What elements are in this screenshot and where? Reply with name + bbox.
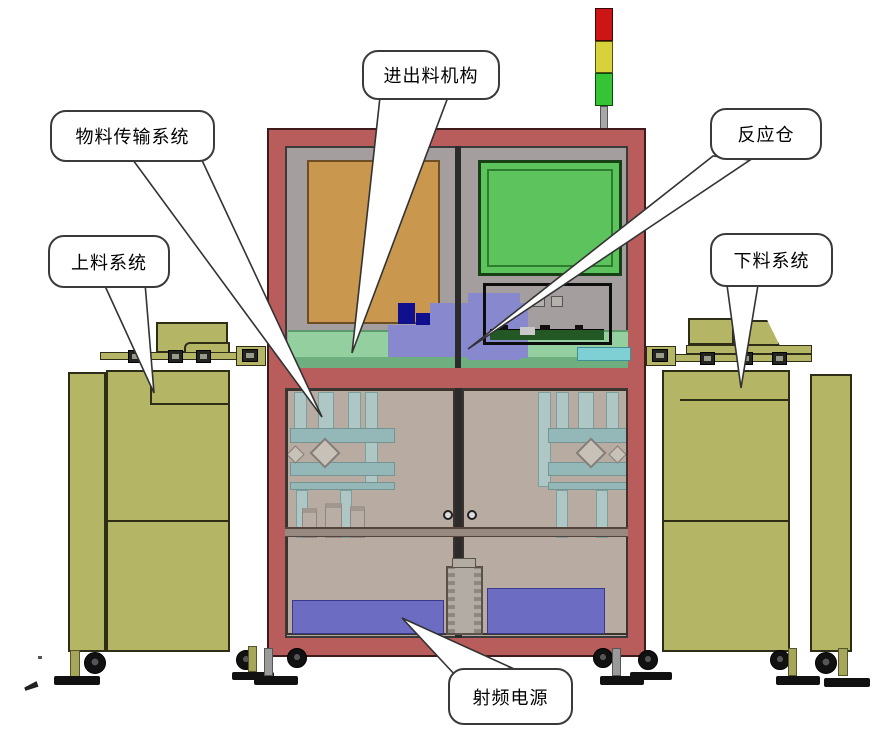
right-cabinet-seam-h <box>680 399 788 401</box>
left-cabinet-body <box>106 370 230 652</box>
rail-clamp <box>128 350 143 363</box>
callout-label: 下料系统 <box>733 251 810 271</box>
right-cabinet-side-panel <box>810 374 852 652</box>
door-divider <box>455 388 462 638</box>
right-cabinet-top-box <box>688 318 734 345</box>
caster-wheel <box>84 652 106 674</box>
leveling-foot <box>264 648 273 676</box>
rail-clamp <box>242 349 258 362</box>
bellows-cap <box>452 558 476 568</box>
foot-pad <box>254 676 298 685</box>
callout-in-out-feed-mechanism: 进出料机构 <box>362 50 500 100</box>
foot-pad <box>600 676 644 685</box>
boat-chip <box>500 325 508 330</box>
foot-pad <box>54 676 100 685</box>
foot-pad <box>232 672 274 680</box>
callout-unloading-system: 下料系统 <box>710 233 833 287</box>
callout-rf-power-supply: 射频电源 <box>448 668 573 725</box>
leveling-foot <box>248 646 257 672</box>
callout-reaction-chamber: 反应仓 <box>710 108 822 160</box>
screen-inner-border <box>487 169 613 267</box>
transfer-platform-left <box>388 325 478 357</box>
leveling-foot <box>612 648 621 676</box>
bellows-column <box>446 566 483 635</box>
tower-green-light <box>595 73 613 106</box>
rail-clamp <box>196 350 211 363</box>
left-cabinet-side-panel <box>68 372 106 652</box>
caster-wheel <box>770 650 790 670</box>
callout-label: 射频电源 <box>472 687 549 708</box>
door-knob <box>467 510 477 520</box>
upper-center-post <box>455 146 461 368</box>
rail-clamp <box>652 349 668 362</box>
gantry-beam <box>290 428 395 443</box>
gantry-beam <box>290 462 395 476</box>
rail-clamp <box>772 352 787 365</box>
rail-clamp <box>700 352 715 365</box>
callout-label: 物料传输系统 <box>75 127 190 147</box>
gantry-beam <box>290 482 395 490</box>
callout-material-transfer-system: 物料传输系统 <box>50 110 215 162</box>
boat-chip <box>575 325 583 330</box>
boat-chip <box>540 325 550 330</box>
leveling-foot <box>70 650 80 678</box>
gantry-post <box>596 490 608 538</box>
boat-slot <box>520 327 535 335</box>
rf-power-unit-left <box>292 600 444 634</box>
rail-clamp <box>738 352 753 365</box>
right-cabinet-body <box>662 370 790 652</box>
callout-label: 上料系统 <box>71 252 147 273</box>
leveling-foot <box>838 648 848 676</box>
interior-shelf <box>285 527 628 537</box>
callout-label: 反应仓 <box>737 125 795 145</box>
upper-left-panel <box>307 160 440 324</box>
corner-mark <box>23 681 38 691</box>
corner-dot <box>38 656 42 659</box>
door-knob <box>443 510 453 520</box>
left-cabinet-seam-v <box>150 370 152 404</box>
foot-pad <box>630 672 672 680</box>
right-cabinet-top-box-slant <box>734 320 780 346</box>
caster-wheel <box>593 648 613 668</box>
gantry-post <box>556 490 568 538</box>
callout-loading-system: 上料系统 <box>48 235 170 288</box>
leveling-foot <box>788 648 797 676</box>
display-screen <box>478 160 622 276</box>
foot-pad <box>776 676 820 685</box>
left-cabinet-seam-h <box>150 403 230 405</box>
tower-yellow-light <box>595 41 613 73</box>
right-transfer-rail <box>652 354 812 362</box>
caster-wheel <box>815 652 837 674</box>
bellows-rib-right <box>474 568 481 633</box>
rail-clamp <box>168 350 183 363</box>
tower-red-light <box>595 8 613 41</box>
foot-pad <box>824 678 870 687</box>
right-cabinet-divider <box>664 520 788 522</box>
rf-power-unit-right <box>487 588 605 634</box>
cyan-track <box>577 347 631 361</box>
left-cabinet-divider <box>108 520 228 522</box>
bellows-rib-left <box>448 568 455 633</box>
callout-label: 进出料机构 <box>383 66 479 86</box>
caster-wheel <box>287 648 307 668</box>
caster-wheel <box>638 650 658 670</box>
gripper-block-large <box>398 303 415 324</box>
gripper-block-small <box>416 313 430 325</box>
left-door <box>286 389 455 635</box>
wafer-boat <box>490 329 604 340</box>
